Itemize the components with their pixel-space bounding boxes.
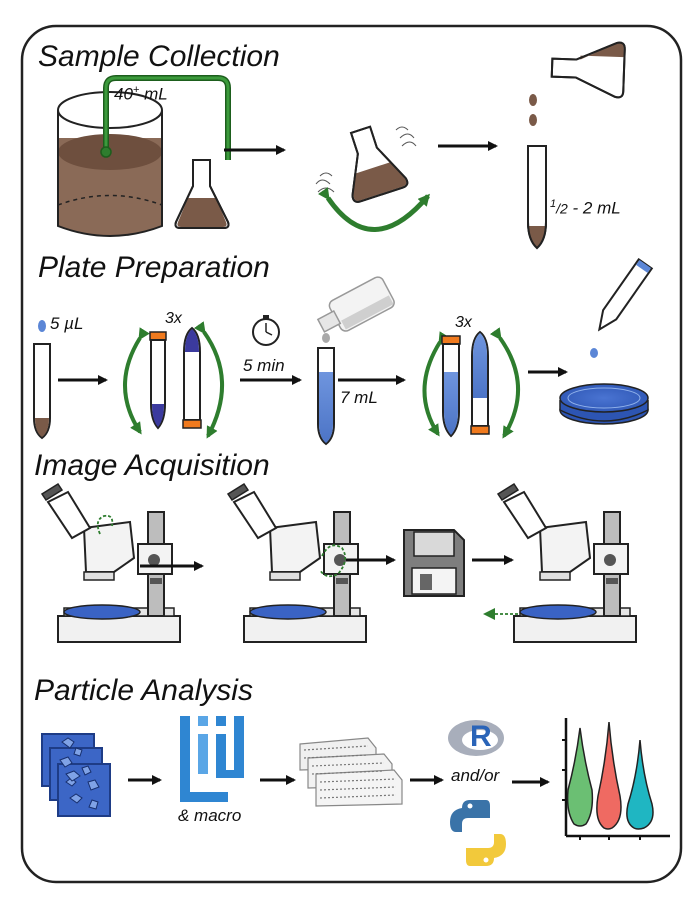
outer-frame [20,24,683,884]
microscope-icon [496,482,637,643]
tube-icon [182,326,202,429]
collected-volume-sup: + [132,84,140,96]
shaking-flask-icon [349,125,409,203]
pouring-flask-icon [550,41,626,99]
fill-volume-label: 7 mL [340,388,378,407]
tube-icon [470,330,490,435]
zoom-rotation-arrow [96,514,114,535]
pipette-icon [597,257,654,332]
bottle-icon [316,276,395,333]
data-table-icon [299,737,403,807]
tube-icon [317,347,335,446]
dye-volume-label: 5 µL [50,314,84,333]
collected-volume-label: 40+ mL [114,84,168,105]
tube-icon [33,343,51,440]
aliquot-denominator: /2 [556,200,568,217]
and-or-label: and/or [451,766,500,785]
petri-dish-icon [559,383,649,425]
violin-red [596,721,622,830]
section-title-sample-collection: Sample Collection [38,40,280,73]
fiji-macro-label: & macro [178,806,242,825]
section-title-particle-analysis: Particle Analysis [34,674,253,707]
floppy-disk-icon [403,529,465,597]
inversion-arrow [193,321,225,439]
microscope-icon [226,482,367,643]
drop [529,94,537,106]
inversion-arrow [422,331,450,437]
incubation-label: 5 min [243,356,285,375]
fiji-logo-icon [180,716,244,802]
mixing-arrow [317,187,430,232]
repeat-label-1: 3x [165,310,182,327]
r-logo-letter: R [470,720,492,753]
drop [590,348,598,358]
tube-icon [149,331,167,430]
microscope-icon [40,482,181,643]
aliquot-numerator: 1 [550,198,557,210]
inversion-arrow [489,327,521,439]
inversion-arrow [123,327,150,435]
violin-teal [626,739,654,830]
stopwatch-icon [252,315,280,346]
repeat-label-2: 3x [455,314,472,331]
collected-volume-value: 40 [114,84,133,104]
aliquot-range: - 2 mL [567,198,621,218]
violin-green [566,727,594,827]
image-stack-icon [41,733,111,817]
collected-volume-unit: mL [139,84,168,104]
flask-icon [174,159,230,229]
drop [322,333,330,343]
drop [529,114,537,126]
section-title-image-acquisition: Image Acquisition [34,449,270,482]
section-title-plate-preparation: Plate Preparation [38,251,270,284]
dye-drop-icon [38,320,46,332]
beaker-icon [57,91,163,237]
aliquot-volume-label: 1/2 - 2 mL [550,198,621,219]
python-logo-icon [450,800,506,866]
violin-plot-icon [562,718,670,840]
tube-icon [527,145,547,250]
r-logo-icon [448,720,504,756]
tube-icon [441,335,461,438]
